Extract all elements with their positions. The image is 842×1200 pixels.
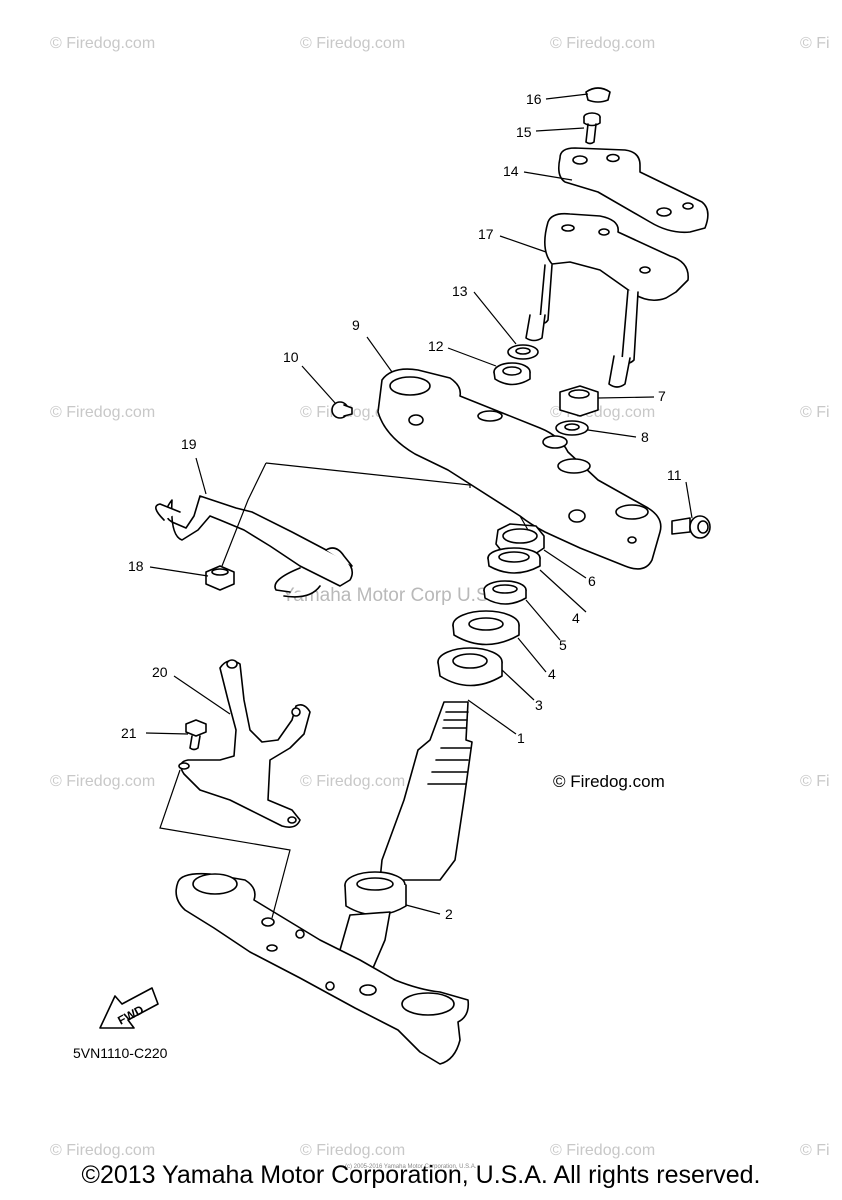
part-cap [585, 87, 611, 103]
watermark-partial: © Fi [800, 773, 830, 790]
leader-line-5 [525, 599, 561, 641]
callout-19: 19 [181, 436, 197, 452]
watermark: © Firedog.com [50, 773, 156, 790]
leader-line-4a [539, 569, 587, 613]
leader-line-14 [523, 171, 573, 181]
leader-line-11 [685, 481, 693, 519]
watermark-partial: © Fi [800, 35, 830, 52]
part-bearing-3 [437, 647, 503, 687]
callout-20: 20 [152, 664, 168, 680]
watermark: © Firedog.com [300, 1142, 406, 1159]
leader-line-9 [366, 336, 393, 373]
watermark: © Firedog.com [550, 35, 656, 52]
callout-3: 3 [535, 697, 543, 713]
leader-line-1 [467, 699, 517, 735]
callout-9: 9 [352, 317, 360, 333]
watermark-partial: © Fi [800, 404, 830, 421]
callout-8: 8 [641, 429, 649, 445]
part-ring-4-upper [487, 547, 541, 574]
part-bolt-11 [671, 515, 711, 539]
part-bushing-12 [493, 362, 531, 386]
leader-line-10 [301, 365, 337, 405]
callout-17: 17 [478, 226, 494, 242]
watermark: © Firedog.com [50, 35, 156, 52]
leader-line-8 [587, 429, 637, 438]
part-washer-13 [507, 344, 539, 360]
callout-15: 15 [516, 124, 532, 140]
part-bolt-21 [185, 719, 207, 751]
part-bolt-15 [583, 112, 601, 145]
watermark: © Firedog.com [50, 1142, 156, 1159]
callout-12: 12 [428, 338, 444, 354]
leader-line-12 [447, 347, 497, 367]
callout-6: 6 [588, 573, 596, 589]
part-cable-guide [155, 495, 354, 598]
part-washer-5 [483, 580, 527, 605]
callout-21: 21 [121, 725, 137, 741]
fwd-arrow [99, 987, 159, 1029]
callout-5: 5 [559, 637, 567, 653]
callout-10: 10 [283, 349, 299, 365]
leader-line-6 [543, 549, 587, 579]
callout-4-lower: 4 [548, 666, 556, 682]
callout-1: 1 [517, 730, 525, 746]
callout-4-upper: 4 [572, 610, 580, 626]
leader-line-7 [597, 396, 655, 399]
part-ring-4-lower [452, 610, 520, 646]
part-hose-bracket [178, 659, 311, 828]
copyright-footer: ©2013 Yamaha Motor Corporation, U.S.A. A… [81, 1161, 761, 1189]
firedog-label: © Firedog.com [553, 772, 665, 791]
leader-line-20 [173, 675, 231, 715]
watermark: © Firedog.com [50, 404, 156, 421]
leader-line-2 [405, 904, 441, 915]
callout-11: 11 [667, 467, 682, 483]
assembly-line-19b [221, 462, 267, 567]
leader-line-18 [149, 566, 209, 577]
callout-14: 14 [503, 163, 519, 179]
watermark: © Firedog.com [300, 35, 406, 52]
watermark: © Firedog.com [550, 1142, 656, 1159]
leader-line-21 [145, 732, 189, 735]
callout-7: 7 [658, 388, 666, 404]
leader-line-19 [195, 457, 207, 495]
leader-line-16 [545, 93, 589, 100]
diagram-code: 5VN1110-C220 [73, 1045, 168, 1061]
part-upper-holder [558, 147, 709, 234]
part-washer-8 [555, 420, 589, 436]
tiny-copyright: (c) 2005-2016 Yamaha Motor Corporation, … [345, 1164, 477, 1170]
part-lower-holder [525, 212, 689, 388]
part-nut-18 [205, 565, 235, 591]
part-under-bracket [175, 872, 470, 1065]
leader-line-15 [535, 127, 585, 132]
leader-line-4b [517, 637, 547, 673]
center-watermark: Yamaha Motor Corp U.S.A [282, 585, 507, 606]
assembly-line-20 [159, 769, 291, 919]
watermark: © Firedog.com [300, 773, 406, 790]
part-nut-7 [559, 385, 599, 417]
callout-2: 2 [445, 906, 453, 922]
assembly-line-19 [265, 462, 471, 488]
part-bearing-2 [344, 871, 407, 916]
leader-line-13 [473, 291, 517, 345]
part-upper-bracket [377, 368, 662, 570]
assembly-line-shaft [519, 515, 529, 531]
leader-line-17 [499, 235, 547, 253]
leader-line-3 [501, 669, 535, 701]
part-steering-shaft [379, 701, 473, 881]
callout-16: 16 [526, 91, 542, 107]
watermark-partial: © Fi [800, 1142, 830, 1159]
part-plug-10 [331, 401, 353, 419]
callout-13: 13 [452, 283, 468, 299]
callout-18: 18 [128, 558, 144, 574]
